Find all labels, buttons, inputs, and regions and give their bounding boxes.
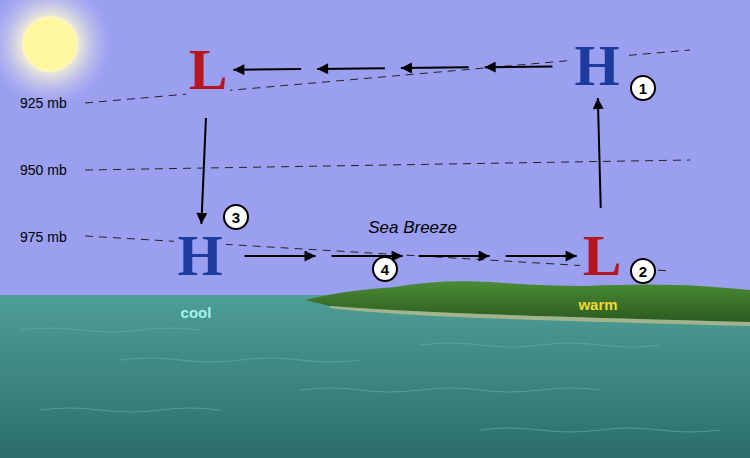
- wind-arrow: [233, 66, 568, 69]
- high-pressure-letter: H: [571, 37, 622, 95]
- pressure-level: 950 mb: [20, 162, 67, 178]
- label-text: warm: [578, 296, 617, 313]
- pressure-level: 975 mb: [20, 229, 67, 245]
- callout-number: 4: [372, 256, 398, 282]
- label-text: cool: [181, 304, 212, 321]
- pressure-symbol: L: [189, 41, 228, 99]
- temperature-note: cool: [181, 304, 212, 321]
- ripple: [120, 358, 360, 362]
- sky: [0, 0, 750, 300]
- edge-label-text: Sea Breeze: [368, 218, 457, 237]
- low-pressure-letter: L: [580, 227, 625, 285]
- edge-label: Sea Breeze: [365, 218, 460, 238]
- callout-number: 1: [630, 75, 656, 101]
- callout-number: 3: [223, 204, 249, 230]
- shoreline: [330, 306, 750, 326]
- sun: [23, 17, 77, 71]
- low-pressure-letter: L: [186, 41, 231, 99]
- ripple: [20, 328, 200, 332]
- sun-glow: [0, 0, 112, 106]
- wind-arrow: [201, 102, 206, 224]
- pressure-level: 925 mb: [20, 95, 67, 111]
- callout-text: 1: [639, 81, 647, 96]
- callout-text: 3: [232, 210, 240, 225]
- callout-number: 2: [630, 258, 656, 284]
- sea: [0, 295, 750, 458]
- pressure-symbol: L: [583, 227, 622, 285]
- label-text: 925 mb: [20, 95, 67, 111]
- wind-arrow: [598, 98, 601, 224]
- high-pressure-letter: H: [174, 227, 225, 285]
- ripple: [300, 388, 600, 392]
- label-text: 950 mb: [20, 162, 67, 178]
- ripple: [480, 428, 720, 432]
- temperature-note: warm: [578, 296, 617, 313]
- label-text: 975 mb: [20, 229, 67, 245]
- sea-ripples: [20, 328, 720, 432]
- pressure-symbol: H: [177, 227, 222, 285]
- callout-text: 2: [639, 264, 647, 279]
- wind-arrow: [229, 255, 577, 257]
- ripple: [40, 408, 220, 412]
- pressure-symbol: H: [574, 37, 619, 95]
- ripple: [420, 343, 660, 347]
- callout-text: 4: [381, 262, 389, 277]
